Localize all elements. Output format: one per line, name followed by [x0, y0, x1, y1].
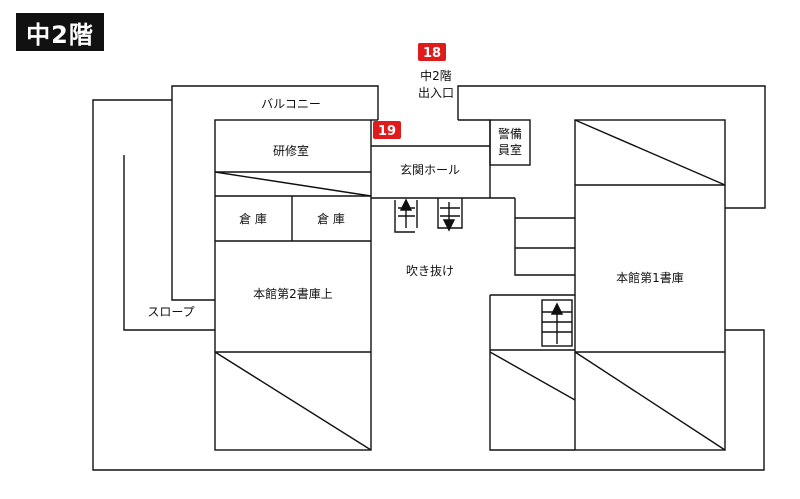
slope-label: スロープ: [147, 305, 194, 319]
entrance-label-line2: 出入口: [418, 86, 454, 100]
marker-18-label: 18: [423, 46, 441, 61]
guard-room-label-1: 警備: [498, 126, 522, 141]
marker-19-label: 19: [378, 124, 396, 139]
right-block: [574, 119, 726, 451]
slope-line: [123, 155, 215, 331]
stack2-upper-label: 本館第2書庫上: [253, 286, 333, 301]
storage-2-label: 倉 庫: [317, 211, 345, 226]
slope-inner-line: [171, 100, 215, 301]
stack1-label: 本館第1書庫: [616, 270, 684, 285]
balcony-line: [171, 85, 379, 120]
entrance-label-line1: 中2階: [420, 68, 452, 83]
entrance-hall-label: 玄関ホール: [400, 162, 460, 177]
marker-19: [373, 121, 401, 139]
marker-18: [418, 43, 446, 61]
storage-1-label: 倉 庫: [239, 211, 267, 226]
atrium-label: 吹き抜け: [406, 264, 454, 278]
floor-label: 中2階: [16, 13, 104, 51]
left-block: [214, 119, 372, 451]
balcony-label: バルコニー: [261, 97, 321, 111]
outer-corridor-line: [92, 99, 765, 471]
guard-room-label-2: 員室: [498, 142, 522, 157]
study-room-label: 研修室: [273, 143, 309, 158]
balcony-line-right: [457, 85, 766, 209]
